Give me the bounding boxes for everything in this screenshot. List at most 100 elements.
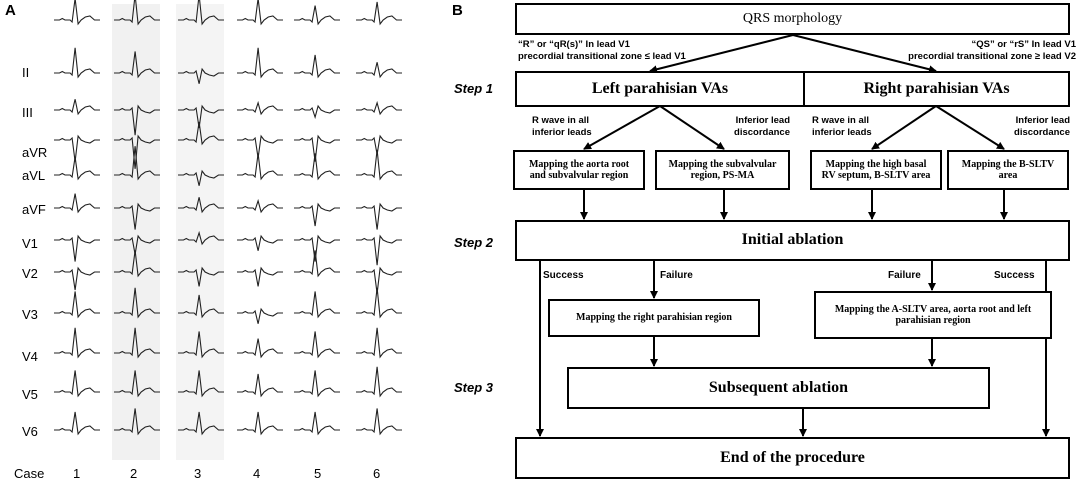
ecg-trace-row-7-case-1 [54,266,100,291]
ecg-trace-row-4-case-3 [178,169,224,186]
ecg-trace-row-3-case-2 [114,134,160,169]
ecg-trace-row-4-case-6 [356,149,402,181]
outcome-success-right: Success [994,270,1035,281]
ecg-trace-row-2-case-6 [356,100,402,116]
panel-a-letter: A [5,2,16,19]
ecg-trace-row-9-case-1 [54,327,100,359]
arrow-right-discordance [935,105,1005,150]
mapping-asltv-box: Mapping the A-SLTV area, aorta root and … [814,291,1052,339]
ecg-trace-row-4-case-2 [114,146,160,181]
ecg-trace-row-3-case-3 [178,121,224,146]
ecg-trace-row-1-case-6 [356,62,402,79]
ecg-trace-row-7-case-4 [237,266,283,287]
case-label-6: 6 [373,466,381,481]
ecg-trace-row-5-case-6 [356,202,402,230]
subsequent-ablation-box: Subsequent ablation [567,367,990,409]
ecg-trace-row-8-case-3 [178,294,224,319]
right-parahisian-box: Right parahisian VAs [803,71,1070,107]
lead-label-iii: III [22,105,33,120]
ecg-trace-row-11-case-5 [294,411,340,436]
lead-label-v1: V1 [22,236,38,251]
lead-label-ii: II [22,65,30,80]
ecg-trace-row-1-case-5 [294,54,340,79]
ecg-trace-row-0-case-6 [356,1,402,26]
ecg-trace-row-7-case-5 [294,250,340,278]
ecg-trace-row-2-case-1 [54,99,100,116]
ecg-trace-row-8-case-6 [356,287,402,319]
ecg-trace-row-8-case-4 [237,307,283,324]
ecg-trace-row-4-case-1 [54,156,100,181]
ecg-trace-row-11-case-6 [356,408,402,436]
ecg-trace-row-0-case-2 [114,0,160,26]
ecg-trace-row-5-case-1 [54,193,100,214]
ecg-trace-row-6-case-5 [294,234,340,262]
branch-label-left-discordance: Inferior lead discordance [734,115,790,138]
arrow-left-discordance [659,105,725,150]
ecg-trace-row-0-case-4 [237,0,283,26]
ecg-trace-row-0-case-3 [178,0,224,26]
lead-label-v4: V4 [22,349,38,364]
ecg-trace-row-10-case-3 [178,370,224,398]
ecg-trace-row-5-case-3 [178,197,224,214]
ecg-trace-row-7-case-2 [114,250,160,278]
initial-ablation-box: Initial ablation [515,220,1070,261]
ecg-trace-row-11-case-1 [54,411,100,436]
lead-label-v2: V2 [22,266,38,281]
ecg-trace-row-9-case-3 [178,331,224,359]
ecg-trace-row-9-case-5 [294,331,340,359]
ecg-trace-row-5-case-4 [237,198,283,214]
ecg-trace-row-10-case-5 [294,370,340,398]
ecg-trace-row-3-case-5 [294,134,340,162]
ecg-trace-row-2-case-2 [114,104,160,136]
ecg-traces [54,0,402,436]
ecg-trace-row-5-case-2 [114,202,160,230]
step-2-label: Step 2 [454,235,494,250]
ecg-trace-row-10-case-6 [356,366,402,398]
ecg-trace-row-11-case-2 [114,408,160,436]
ecg-trace-row-4-case-5 [294,153,340,181]
step-1-label: Step 1 [454,81,494,96]
ecg-trace-row-1-case-1 [54,47,100,79]
ecg-trace-row-8-case-1 [54,291,100,319]
ecg-trace-row-9-case-6 [356,327,402,359]
arrow-qrs-left [649,34,794,74]
case-axis-label: Case [14,466,45,481]
qrs-morphology-box: QRS morphology [515,3,1070,35]
ecg-trace-row-10-case-1 [54,370,100,398]
ecg-trace-row-6-case-6 [356,234,402,266]
panel-b-letter: B [452,2,463,19]
lead-label-avf: aVF [22,202,46,217]
lead-label-v6: V6 [22,424,38,439]
ecg-trace-row-6-case-3 [178,230,224,246]
ecg-trace-row-8-case-2 [114,287,160,319]
outcome-failure-left: Failure [660,270,693,281]
arrow-qrs-right [792,34,937,74]
lead-label-v5: V5 [22,387,38,402]
ecg-trace-row-2-case-5 [294,104,340,120]
left-parahisian-box: Left parahisian VAs [515,71,805,107]
case-label-3: 3 [194,466,202,481]
case-label-1: 1 [73,466,81,481]
ecg-trace-row-11-case-3 [178,411,224,436]
ecg-trace-row-0-case-5 [294,5,340,26]
ecg-trace-row-7-case-3 [178,266,224,287]
mapping-subvalvular-box: Mapping the subvalvular region, PS-MA [655,150,790,190]
case-label-5: 5 [314,466,322,481]
ecg-trace-row-4-case-4 [237,153,283,181]
ecg-trace-row-6-case-1 [54,234,100,262]
lead-label-avl: aVL [22,168,46,183]
mapping-right-parahisian-box: Mapping the right parahisian region [548,299,760,337]
ecg-case-2-panel [112,4,160,460]
ecg-trace-row-3-case-1 [54,134,100,162]
left-condition-label: “R” or “qR(s)” In lead V1 precordial tra… [518,39,686,62]
step-3-label: Step 3 [454,380,494,395]
ecg-trace-row-0-case-1 [54,0,100,26]
mapping-bsltv-box: Mapping the B-SLTV area [947,150,1069,190]
ecg-trace-row-1-case-4 [237,47,283,79]
ecg-trace-row-10-case-2 [114,370,160,398]
ecg-trace-row-2-case-3 [178,104,224,129]
mapping-high-basal-box: Mapping the high basal RV septum, B-SLTV… [810,150,942,190]
outcome-failure-right: Failure [888,270,921,281]
branch-label-left-r-wave: R wave in all inferior leads [532,115,592,138]
